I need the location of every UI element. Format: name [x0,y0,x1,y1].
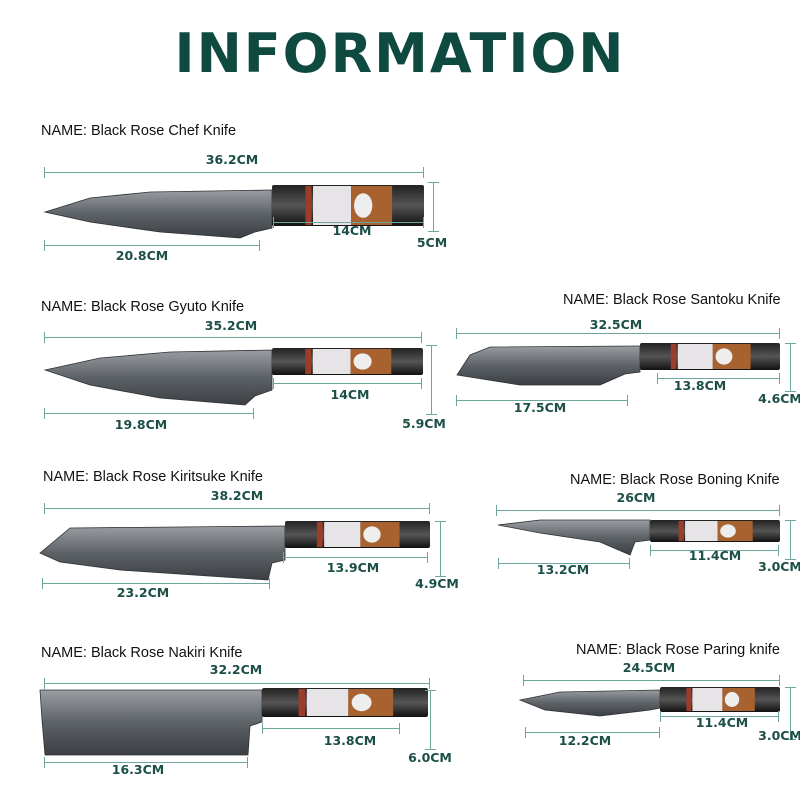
knife-name: NAME: Black Rose Paring knife [576,642,780,658]
blade-length-line [44,757,248,768]
height-label: 5CM [416,235,448,250]
knife-blade [39,525,286,581]
handle-resin-spot [720,524,736,538]
handle-spacer [670,344,677,369]
knife-blade [518,689,661,717]
handle-resin [685,521,718,541]
total-length-label: 26CM [616,490,656,505]
total-length-line [44,167,424,178]
handle-length-label: 13.8CM [323,733,377,748]
knife-name: NAME: Black Rose Kiritsuke Knife [43,469,263,485]
knife-name: NAME: Black Rose Chef Knife [41,123,237,139]
total-length-label: 32.2CM [209,662,263,677]
handle-resin [677,344,713,369]
handle-length-label: 14CM [330,387,370,402]
total-length-label: 36.2CM [205,152,259,167]
height-label: 3.0CM [758,559,800,574]
handle-resin-spot [351,693,372,712]
height-line [426,345,437,415]
blade-length-label: 17.5CM [513,400,567,415]
handle-length-label: 11.4CM [695,715,749,730]
handle-resin-spot [363,526,381,543]
total-length-label: 38.2CM [210,488,264,503]
total-length-label: 35.2CM [204,318,258,333]
handle-length-line [262,723,400,734]
handle-length-label: 13.9CM [326,560,380,575]
height-label: 3.0CM [758,728,800,743]
height-label: 5.9CM [402,416,446,431]
knife-blade [43,189,273,239]
blade-length-line [525,727,660,738]
total-length-label: 32.5CM [589,317,643,332]
height-line [435,521,446,577]
handle-spacer [298,689,306,716]
blade-length-line [44,240,260,251]
knife-name: NAME: Black Rose Gyuto Knife [41,299,245,315]
knife-name: NAME: Black Rose Santoku Knife [563,292,781,308]
handle-resin [324,522,361,547]
knife-blade [43,349,273,406]
height-line [425,690,436,750]
handle-spacer [678,521,684,541]
height-line [785,520,796,560]
handle-length-line [650,545,779,556]
blade-length-label: 13.2CM [536,562,590,577]
total-length-line [496,505,780,516]
height-label: 6.0CM [408,750,452,765]
handle-spacer [305,186,312,225]
handle-length-line [657,373,780,384]
total-length-line [523,675,780,686]
blade-length-line [498,558,630,569]
handle-spacer [316,522,323,547]
handle-resin-spot [354,193,373,218]
total-length-line [44,332,422,343]
blade-length-label: 20.8CM [115,248,169,263]
handle-spacer [305,349,312,374]
height-line [785,343,796,392]
blade-length-label: 23.2CM [116,585,170,600]
handle-length-line [273,217,424,228]
handle-resin-spot [353,353,372,370]
height-label: 4.6CM [758,391,800,406]
blade-length-line [456,395,628,406]
blade-length-line [42,578,270,589]
handle-resin-spot [715,348,733,365]
knife-name: NAME: Black Rose Nakiri Knife [41,645,243,661]
blade-length-line [44,408,254,419]
knife-name: NAME: Black Rose Boning Knife [570,472,780,488]
total-length-line [44,503,430,514]
height-line [428,182,439,232]
handle-length-line [660,711,779,722]
handle-length-label: 11.4CM [688,548,742,563]
handle-resin [312,349,351,374]
page-title: INFORMATION [174,22,626,85]
total-length-label: 24.5CM [622,660,676,675]
handle-length-label: 14CM [332,223,372,238]
handle-spacer [686,688,692,711]
handle-resin [306,689,349,716]
height-label: 4.9CM [415,576,459,591]
handle-length-line [273,378,422,389]
handle-resin [313,186,352,225]
total-length-line [44,678,430,689]
handle-length-line [283,552,428,563]
knife-blade [39,689,263,756]
blade-length-label: 12.2CM [558,733,612,748]
knife-blade [497,519,651,556]
handle-resin [692,688,723,711]
knife-blade [456,345,641,386]
handle-length-label: 13.8CM [673,378,727,393]
handle-resin-spot [724,692,740,707]
height-line [785,687,796,740]
total-length-line [456,328,780,339]
blade-length-label: 19.8CM [114,417,168,432]
blade-length-label: 16.3CM [111,762,165,777]
